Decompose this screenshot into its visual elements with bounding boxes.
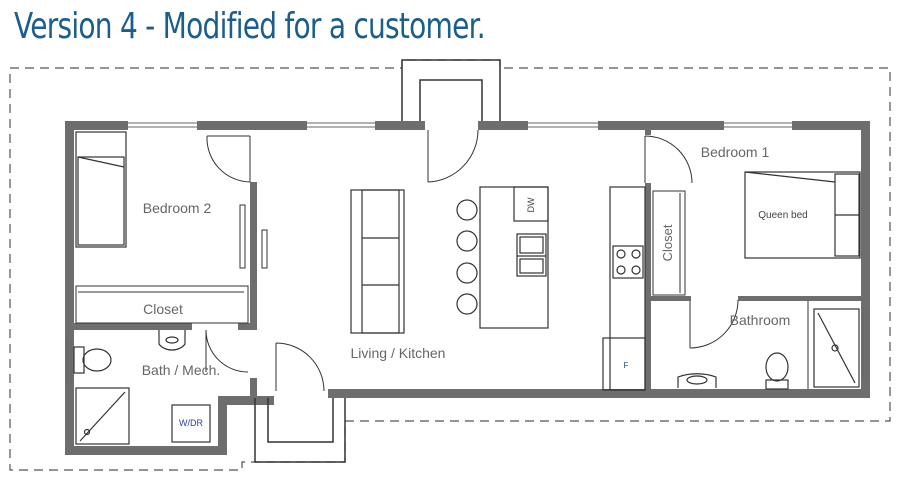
- sofa: [350, 189, 405, 334]
- room-label-bath-mech: Bath / Mech.: [142, 362, 221, 378]
- room-label-closet-right: Closet: [660, 224, 675, 261]
- bath-mech-fixtures: [73, 330, 211, 445]
- interior-walls: [74, 130, 861, 391]
- closet-doors-bedroom-2: [239, 204, 268, 269]
- room-label-closet-left: Closet: [143, 301, 183, 317]
- queen-bed: [744, 171, 861, 259]
- fixture-label-fridge: F: [624, 361, 629, 370]
- bathroom-fixtures: [677, 308, 860, 390]
- room-label-bathroom: Bathroom: [730, 312, 791, 328]
- windows: [66, 122, 868, 385]
- fixture-label-washer-dryer: W/DR: [179, 418, 203, 428]
- fixture-label-dishwasher: DW: [526, 197, 536, 212]
- room-label-bedroom-2: Bedroom 2: [143, 200, 212, 216]
- fixture-label-queen-bed: Queen bed: [758, 210, 808, 221]
- exterior-walls: [65, 121, 870, 455]
- partitions: [75, 190, 809, 389]
- porches: [254, 59, 501, 463]
- door-swings: [205, 129, 739, 392]
- bar-stools: [456, 199, 478, 315]
- dashed-outline: [9, 59, 891, 471]
- bed-bedroom-2: [75, 131, 127, 248]
- page-title: Version 4 - Modified for a customer.: [14, 6, 486, 47]
- room-label-bedroom-1: Bedroom 1: [701, 144, 770, 160]
- kitchen-counter: [602, 186, 646, 391]
- room-label-living-kitchen: Living / Kitchen: [351, 345, 446, 361]
- kitchen-island: [479, 186, 549, 329]
